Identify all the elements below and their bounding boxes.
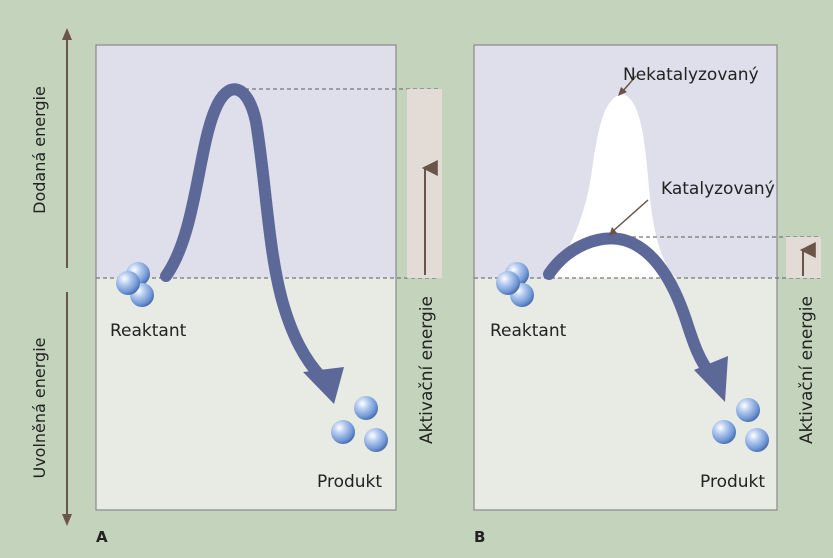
- panel-b-uncatalyzed-label: Nekatalyzovaný: [623, 65, 759, 85]
- panel-b-product-label: Produkt: [700, 472, 765, 492]
- panel-b-letter: B: [474, 528, 485, 546]
- axis-lower-label: Uvolněná energie: [30, 338, 49, 479]
- panel-b-uncatalyzed-pointer: [621, 75, 637, 93]
- panel-b-uncatalyzed-pointer-icon: [618, 87, 627, 96]
- axis-upper-label: Dodaná energie: [30, 86, 49, 214]
- panel-a-product-label: Produkt: [317, 472, 382, 492]
- panel-a-reactant-label: Reaktant: [110, 321, 187, 341]
- axis-arrowhead-down-icon: [62, 514, 72, 526]
- panel-a-product-molecule-icon: [331, 396, 388, 452]
- panel-b-uncatalyzed-peak: [550, 94, 676, 278]
- panel-b-reactant-molecule-icon: [496, 262, 534, 307]
- panel-b-curve-arrowhead-icon: [694, 356, 728, 402]
- axis-arrowhead-up-icon: [62, 28, 72, 40]
- energy-axis: Dodaná energie Uvolněná energie: [30, 28, 72, 526]
- panel-a-reactant-molecule-icon: [116, 262, 154, 307]
- panel-b-reaction-curve: [543, 232, 718, 382]
- panel-b-catalyzed-pointer-icon: [609, 227, 617, 236]
- panel-a-upper-region: [96, 45, 396, 278]
- panel-a-curve-arrowhead-icon: [303, 367, 344, 404]
- panel-b-product-molecule-icon: [712, 398, 769, 452]
- panel-b-reactant-label: Reaktant: [490, 321, 567, 341]
- panel-a-lower-region: [96, 278, 396, 510]
- panel-a-activation-label: Aktivační energie: [417, 296, 437, 444]
- panel-a-reaction-curve: [160, 83, 328, 384]
- panel-b-lower-region: [474, 278, 777, 510]
- panel-b: Aktivační energie Nekatalyzovaný Katalyz…: [473, 44, 821, 546]
- panel-b-activation-label: Aktivační energie: [797, 296, 817, 444]
- panel-a-letter: A: [96, 528, 108, 546]
- panel-b-catalyzed-pointer: [611, 199, 649, 233]
- panel-a: Aktivační energie Reaktant Produkt A: [95, 44, 442, 546]
- panel-b-catalyzed-label: Katalyzovaný: [661, 179, 775, 199]
